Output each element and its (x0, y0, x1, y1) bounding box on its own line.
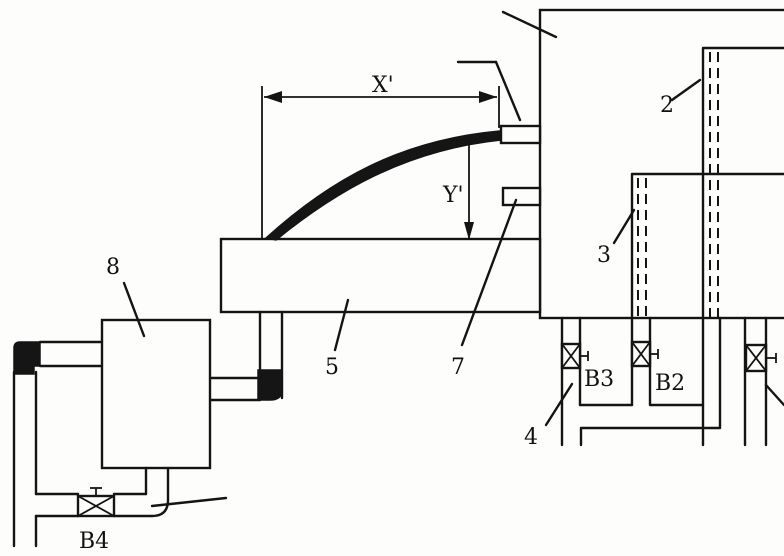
leader-7 (460, 198, 518, 347)
tank-8 (100, 281, 212, 470)
valve-b3 (560, 342, 589, 370)
right-exit-pipe (743, 316, 784, 447)
tank-8-leader (122, 281, 146, 338)
dimension-x (261, 86, 500, 238)
label-b2: B2 (655, 371, 685, 396)
large-tank-leader (501, 10, 558, 39)
label-x-prime: X' (372, 73, 394, 98)
label-y-prime: Y' (442, 183, 464, 208)
basin-outlet-pipe (208, 310, 284, 402)
label-4: 4 (524, 425, 538, 450)
nozzle-upper (499, 124, 542, 145)
valve-b2 (630, 340, 659, 368)
valve-b4 (76, 487, 116, 518)
leader-2 (670, 78, 702, 102)
nozzle-7 (501, 186, 542, 207)
nozzle-leader-d (494, 60, 522, 122)
label-7: 7 (451, 355, 465, 380)
left-pipe-loop (12, 340, 228, 548)
water-jet (264, 130, 502, 241)
right-leader (764, 383, 784, 407)
pipe-2 (579, 46, 784, 447)
label-3: 3 (597, 243, 611, 268)
dimension-y (464, 137, 474, 240)
leader-5 (333, 298, 350, 352)
label-b3: B3 (584, 367, 614, 392)
pipe-3 (630, 172, 784, 407)
valve-right (744, 343, 777, 373)
leader-3 (612, 208, 636, 245)
leader-4 (544, 382, 574, 427)
b4-right-leader (150, 496, 228, 508)
label-b4: B4 (79, 529, 109, 554)
basin-5 (219, 237, 542, 314)
large-tank (501, 8, 784, 320)
label-2: 2 (660, 93, 674, 118)
label-5: 5 (325, 355, 339, 380)
label-8: 8 (106, 255, 120, 280)
